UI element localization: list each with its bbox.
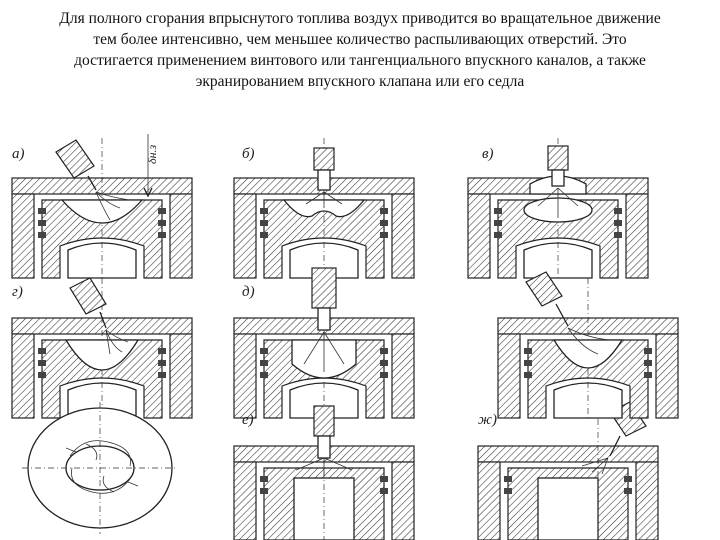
caption: Для полного сгорания впрыснутого топлива… [8,8,712,92]
panel-label-g: г) [12,284,23,300]
panel-label-d: д) [242,284,255,300]
panel-e: е) [233,405,415,540]
panel-d: д) [233,267,415,419]
panel-v: в) [467,137,649,279]
panel-g: г) [11,277,193,419]
caption-line-1: Для полного сгорания впрыснутого топлива… [59,10,661,27]
panel-label-e: е) [242,412,254,428]
dimension-label: δн.з [145,144,159,164]
panel-a: а) δн.з [11,134,193,279]
panel-b: б) [233,137,415,279]
caption-line-2: тем более интенсивно, чем меньшее количе… [93,31,627,48]
caption-line-3: достигается применением винтового или та… [74,52,646,69]
panel-zh: ж) [477,401,659,540]
panel-label-a: а) [12,146,25,162]
panel-row2-right [497,271,679,419]
panel-label-zh: ж) [478,412,497,428]
combustion-chamber-diagrams: а) δн.з б) в) г) [11,134,679,540]
swirl-plan-view [22,402,178,534]
caption-line-4: экранированием впускного клапана или его… [195,73,525,90]
panel-label-v: в) [482,146,494,162]
panel-label-b: б) [242,146,255,162]
